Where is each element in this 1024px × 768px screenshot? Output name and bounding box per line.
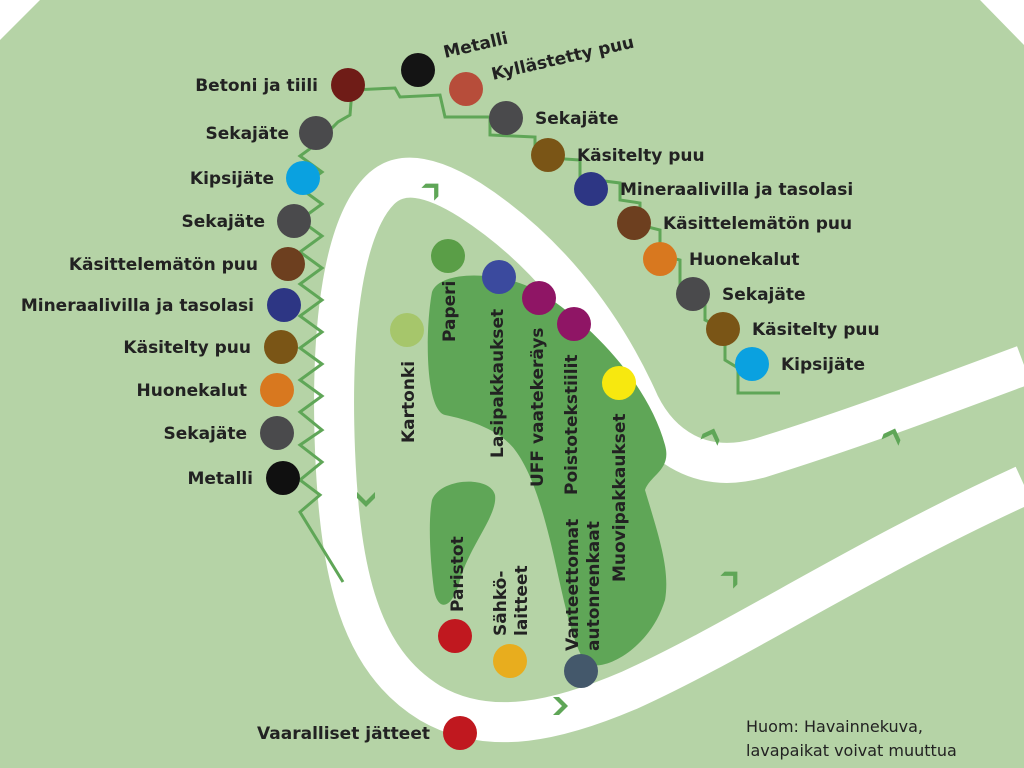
station-label: UFF vaatekeräys (528, 327, 548, 487)
station-label: Sekajäte (163, 424, 247, 444)
inner-stations: Kartonki Paperi Lasipakkaukset UFF vaate… (390, 239, 636, 688)
direction-arrow-icon (700, 428, 720, 446)
station-dot[interactable] (493, 644, 527, 678)
station-label: Käsittelemätön puu (69, 255, 258, 275)
station-dot[interactable] (643, 242, 677, 276)
station-dot[interactable] (286, 161, 320, 195)
station-label: Sekajäte (205, 124, 289, 144)
station-dot[interactable] (602, 366, 636, 400)
station-dot[interactable] (299, 116, 333, 150)
station-label: Kartonki (399, 361, 419, 443)
station-dot[interactable] (267, 288, 301, 322)
station-dot[interactable] (706, 312, 740, 346)
direction-arrow-icon (357, 492, 375, 507)
station-label: Käsitelty puu (577, 146, 705, 166)
station-dot[interactable] (271, 247, 305, 281)
station-dot[interactable] (431, 239, 465, 273)
station-dot[interactable] (449, 72, 483, 106)
station-label: Betoni ja tiili (195, 76, 318, 96)
station-dot[interactable] (564, 654, 598, 688)
station-label: Huonekalut (689, 250, 799, 270)
hazardous-waste-dot[interactable] (443, 716, 477, 750)
hazardous-waste-label: Vaaralliset jätteet (257, 724, 430, 744)
station-label: Mineraalivilla ja tasolasi (620, 180, 853, 200)
station-label: Sähkö- (491, 571, 511, 636)
station-label: Vanteettomat (563, 519, 583, 651)
station-dot[interactable] (522, 281, 556, 315)
station-dot[interactable] (264, 330, 298, 364)
station-label: Käsitelty puu (752, 320, 880, 340)
direction-arrows (357, 183, 901, 715)
station-dot[interactable] (390, 313, 424, 347)
station-label: Käsitelty puu (123, 338, 251, 358)
station-label: Huonekalut (137, 381, 247, 401)
station-label: Lasipakkaukset (488, 309, 508, 458)
station-label: Mineraalivilla ja tasolasi (21, 296, 254, 316)
station-dot[interactable] (266, 461, 300, 495)
station-dot[interactable] (331, 68, 365, 102)
station-dot[interactable] (482, 260, 516, 294)
station-label: Kipsijäte (190, 169, 274, 189)
station-label: Muovipakkaukset (610, 413, 630, 582)
station-label: Sekajäte (181, 212, 265, 232)
station-label: Sekajäte (535, 109, 619, 129)
station-dot[interactable] (617, 206, 651, 240)
station-dot[interactable] (277, 204, 311, 238)
station-dot[interactable] (260, 416, 294, 450)
direction-arrow-icon (720, 571, 738, 589)
road (314, 157, 1024, 743)
station-dot[interactable] (489, 101, 523, 135)
station-label: Sekajäte (722, 285, 806, 305)
station-dot[interactable] (401, 53, 435, 87)
station-label: Paristot (448, 536, 468, 612)
station-dot[interactable] (735, 347, 769, 381)
station-dot[interactable] (531, 138, 565, 172)
note-line-1: Huom: Havainnekuva, (746, 717, 923, 736)
station-label: Metalli (187, 469, 253, 489)
station-label: autonrenkaat (584, 521, 604, 651)
station-dot[interactable] (438, 619, 472, 653)
station-label: Käsittelemätön puu (663, 214, 852, 234)
note-line-2: lavapaikat voivat muuttua (746, 741, 957, 760)
station-dot[interactable] (574, 172, 608, 206)
station-label: Kipsijäte (781, 355, 865, 375)
left-stations: Betoni ja tiili Sekajäte Kipsijäte Sekaj… (21, 68, 365, 495)
direction-arrow-icon (881, 428, 901, 446)
station-dot[interactable] (676, 277, 710, 311)
station-label: Paperi (440, 281, 460, 342)
station-dot[interactable] (557, 307, 591, 341)
right-stations: Sekajäte Käsitelty puu Mineraalivilla ja… (489, 101, 880, 381)
station-label: Poistotekstiilit (562, 354, 582, 495)
collection-area-small (429, 481, 496, 605)
station-label: laitteet (512, 565, 532, 636)
station-dot[interactable] (260, 373, 294, 407)
direction-arrow-icon (553, 697, 568, 715)
